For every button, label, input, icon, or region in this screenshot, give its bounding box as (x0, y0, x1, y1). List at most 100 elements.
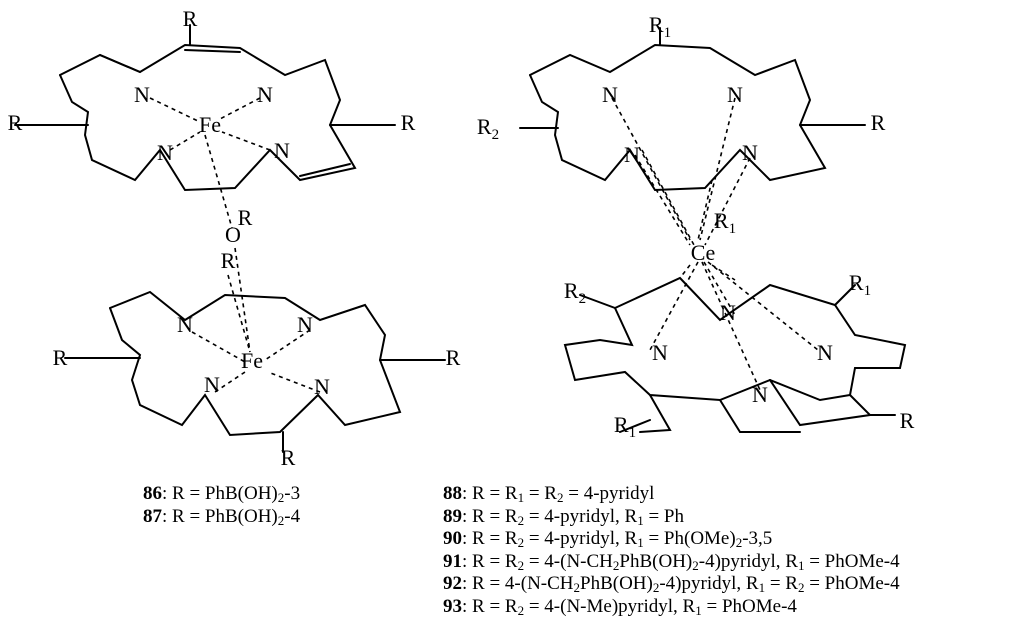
atom-label: N (817, 340, 833, 365)
caption-90: 90: R = R2 = 4-pyridyl, R1 = Ph(OMe)2-3,… (443, 528, 772, 550)
coordination-bond (703, 261, 736, 316)
porphyrin-ring (109, 290, 387, 361)
compound-number: 87 (143, 506, 162, 527)
compound-number: 90 (443, 528, 462, 549)
atom-label: R (8, 110, 23, 135)
caption-text: = PhOMe-4 (701, 595, 797, 617)
coordination-bond (264, 329, 311, 361)
coordination-bond (217, 97, 261, 121)
atom-label: Fe (241, 348, 263, 373)
caption-text: = PhOMe-4 (804, 550, 900, 572)
bond-line (184, 49, 241, 53)
atom-label: N (652, 340, 668, 365)
caption-text: : R = PhB(OH) (162, 483, 278, 504)
coordination-bond (704, 157, 751, 246)
coordination-bond (227, 274, 251, 353)
porphyrin-ring (769, 379, 873, 427)
compound-number: 86 (143, 483, 162, 504)
caption-text: PhB(OH) (580, 573, 653, 594)
porphyrin-ring (639, 394, 672, 433)
chemical-bonds (14, 24, 907, 453)
subscript: 1 (797, 557, 805, 573)
coordination-bond (204, 134, 233, 229)
coordination-bond (221, 131, 271, 151)
coordination-bond (634, 154, 691, 246)
subscript: 2 (517, 602, 525, 618)
subscript: 2 (612, 557, 620, 573)
compound-number: 88 (443, 483, 462, 504)
coordination-bond (697, 179, 713, 241)
compound-number: 91 (443, 550, 462, 572)
atom-label: N (274, 138, 290, 163)
caption-text: -3 (284, 483, 301, 504)
subscript: 1 (758, 580, 766, 595)
atom-label: N (134, 82, 150, 107)
caption-text: = 4-pyridyl, R (524, 505, 638, 527)
coordination-bond (701, 261, 761, 391)
caption-text: : R = R (462, 528, 518, 549)
atom-label: N (720, 300, 736, 325)
subscript: 2 (517, 535, 525, 550)
porphyrin-ring (529, 74, 827, 192)
subscript: 1 (637, 512, 644, 528)
compound-number: 93 (443, 595, 462, 617)
subscript: 1 (517, 490, 525, 505)
caption-text: -4 (284, 506, 301, 527)
caption-91: 91: R = R2 = 4-(N-CH2PhB(OH)2-4)pyridyl,… (443, 550, 900, 573)
subscript: 2 (573, 580, 581, 595)
atom-label: R1 (714, 208, 736, 237)
subscript: 1 (637, 535, 644, 550)
compound-number: 92 (443, 573, 462, 594)
caption-text: : R = 4-(N-CH (462, 573, 574, 594)
coordination-bond (679, 264, 691, 279)
atom-label: N (602, 82, 618, 107)
atom-label: O (225, 222, 241, 247)
caption-86: 86: R = PhB(OH)2-3 (143, 483, 301, 504)
caption-text: -4)pyridyl, R (659, 573, 759, 594)
caption-text: : R = R (462, 505, 518, 527)
atom-label: R (900, 408, 915, 433)
porphyrin-ring (109, 307, 402, 437)
subscript: 2 (277, 513, 285, 528)
atom-label: N (727, 82, 743, 107)
coordination-bond (611, 97, 691, 241)
caption-93: 93: R = R2 = 4-(N-Me)pyridyl, R1 = PhOMe… (443, 595, 797, 618)
caption-text: = R (524, 483, 557, 504)
subscript: 2 (652, 580, 660, 595)
atom-label: N (624, 142, 640, 167)
caption-text: = 4-pyridyl (563, 483, 655, 504)
caption-88: 88: R = R1 = R2 = 4-pyridyl (443, 483, 655, 505)
coordination-bond (191, 331, 246, 363)
caption-text: : R = PhB(OH) (162, 506, 278, 527)
coordination-bond (699, 97, 736, 241)
caption-text: = PhOMe-4 (804, 573, 900, 594)
coordination-bond (641, 149, 695, 246)
caption-text: = Ph (643, 505, 684, 527)
atom-label: N (204, 372, 220, 397)
atom-label: N (742, 140, 758, 165)
compound-number: 89 (443, 505, 462, 527)
caption-text: : R = R (462, 550, 518, 572)
atom-label: R (401, 110, 416, 135)
subscript: 2 (692, 557, 699, 573)
atom-label: R (221, 248, 236, 273)
atom-label: R1 (849, 270, 871, 299)
bond-line (99, 54, 141, 73)
atom-label: R1 (649, 12, 671, 41)
substituent-bond (619, 419, 651, 433)
porphyrin-ring (529, 43, 812, 126)
coordination-bonds (149, 97, 819, 393)
subscript: 2 (735, 535, 743, 550)
subscript: 1 (695, 602, 702, 618)
caption-text: = 4-(N-Me)pyridyl, R (524, 595, 696, 617)
atom-label: R (871, 110, 886, 135)
substituent-bond (834, 284, 856, 306)
caption-text: = 4-pyridyl, R (524, 528, 638, 549)
caption-text: PhB(OH) (619, 550, 693, 572)
atom-label: R (238, 205, 253, 230)
coordination-bond (267, 371, 321, 393)
caption-text: : R = R (462, 483, 518, 504)
atom-label: N (314, 374, 330, 399)
atom-label: R (446, 345, 461, 370)
